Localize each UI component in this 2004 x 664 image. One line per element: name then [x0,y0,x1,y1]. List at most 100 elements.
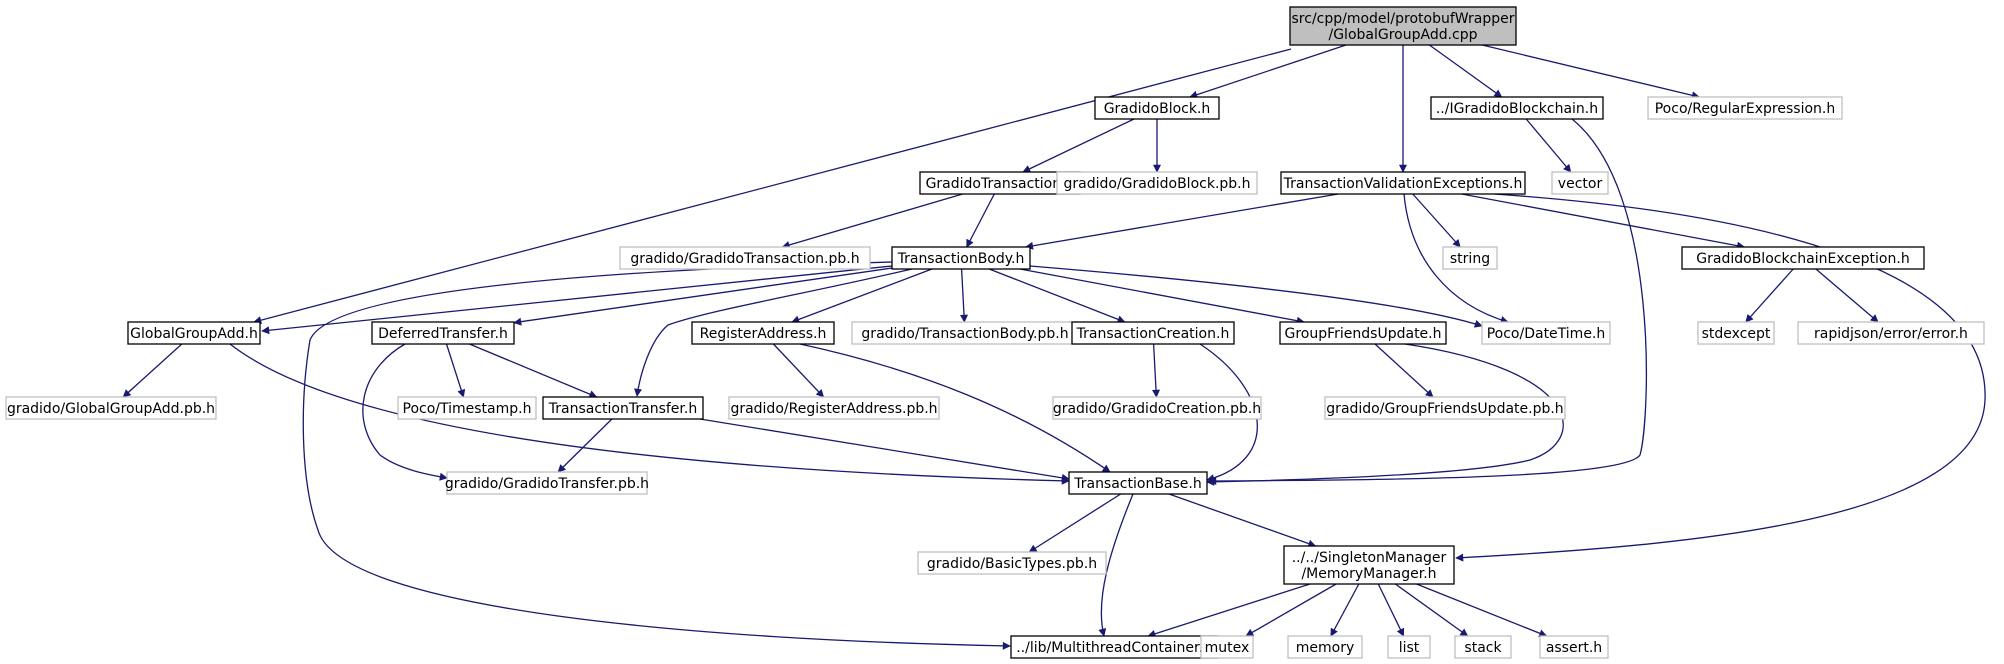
node-label-gradido-transaction-pb-h: gradido/GradidoTransaction.pb.h [630,251,859,267]
node-stack[interactable]: stack [1454,635,1512,659]
node-box-stdexcept[interactable] [1697,321,1775,345]
node-root[interactable]: src/cpp/model/protobufWrapper/GlobalGrou… [1289,6,1517,46]
node-box-igradido-blockchain-h[interactable] [1430,96,1604,120]
node-label-transaction-creation-h: TransactionCreation.h [1076,326,1230,342]
node-box-vector[interactable] [1551,171,1609,195]
edge-memory-manager-h-to-assert-h [1416,583,1548,638]
node-label-poco-timestamp-h: Poco/Timestamp.h [403,401,532,417]
node-gradido-creation-pb-h[interactable]: gradido/GradidoCreation.pb.h [1052,396,1262,420]
node-box-transaction-transfer-h[interactable] [542,396,704,420]
node-box-memory-manager-h[interactable] [1283,545,1455,585]
node-box-tx-validation-exceptions-h[interactable] [1280,171,1526,195]
node-box-gradido-transfer-pb-h[interactable] [446,471,648,495]
node-box-memory[interactable] [1287,635,1363,659]
edge-register-address-h-to-gradido-register-address-pb-h [772,343,825,398]
edge-memory-manager-h-to-stack [1395,583,1469,637]
node-box-stack[interactable] [1454,635,1512,659]
node-label-group-friends-update-h: GroupFriendsUpdate.h [1285,326,1442,342]
node-box-gradido-register-address-pb-h[interactable] [728,396,940,420]
edge-gradido-transaction-h-to-transaction-body-h [966,193,995,248]
node-deferred-transfer-h[interactable]: DeferredTransfer.h [371,321,515,345]
node-gradido-transaction-pb-h[interactable]: gradido/GradidoTransaction.pb.h [619,246,871,270]
node-poco-timestamp-h[interactable]: Poco/Timestamp.h [397,396,537,420]
node-label-gradido-block-h: GradidoBlock.h [1104,101,1211,117]
node-gradido-transaction-body-pb-h[interactable]: gradido/TransactionBody.pb.h [851,321,1079,345]
node-poco-regex-h[interactable]: Poco/RegularExpression.h [1647,96,1843,120]
node-box-string[interactable] [1442,246,1498,270]
node-transaction-base-h[interactable]: TransactionBase.h [1068,471,1208,495]
node-gradido-basic-types-pb-h[interactable]: gradido/BasicTypes.pb.h [917,551,1107,575]
node-memory-manager-h[interactable]: ../../SingletonManager/MemoryManager.h [1283,545,1455,585]
node-mutex[interactable]: mutex [1200,635,1254,659]
node-memory[interactable]: memory [1287,635,1363,659]
node-label-poco-datetime-h: Poco/DateTime.h [1487,326,1606,342]
node-label-gradido-group-friends-update-pb-h: gradido/GroupFriendsUpdate.pb.h [1326,401,1563,417]
node-box-poco-regex-h[interactable] [1647,96,1843,120]
edge-transaction-body-h-to-transaction-creation-h [988,268,1126,324]
node-gradido-register-address-pb-h[interactable]: gradido/RegisterAddress.pb.h [728,396,940,420]
node-stdexcept[interactable]: stdexcept [1697,321,1775,345]
edge-transaction-body-h-to-register-address-h [791,268,933,324]
node-box-list[interactable] [1387,635,1431,659]
node-label-list: list [1399,640,1420,656]
node-gradido-blockchain-exception-h[interactable]: GradidoBlockchainException.h [1681,246,1925,270]
node-box-gradido-transaction-pb-h[interactable] [619,246,871,270]
edge-deferred-transfer-h-to-gradido-transfer-pb-h [362,343,448,481]
node-box-gradido-blockchain-exception-h[interactable] [1681,246,1925,270]
node-transaction-body-h[interactable]: TransactionBody.h [891,246,1031,270]
node-tx-validation-exceptions-h[interactable]: TransactionValidationExceptions.h [1280,171,1526,195]
node-gradido-block-pb-h[interactable]: gradido/GradidoBlock.pb.h [1056,171,1258,195]
edge-layer [122,44,1986,650]
node-rapidjson-error-h[interactable]: rapidjson/error/error.h [1797,321,1985,345]
node-box-transaction-creation-h[interactable] [1071,321,1235,345]
edge-root-to-igradido-blockchain-h [1429,44,1503,98]
node-box-gradido-block-h[interactable] [1094,96,1220,120]
node-label-stdexcept: stdexcept [1702,326,1771,342]
node-box-gradido-creation-pb-h[interactable] [1052,396,1262,420]
node-poco-datetime-h[interactable]: Poco/DateTime.h [1481,321,1611,345]
edge-memory-manager-h-to-multithread-container-h [1147,583,1311,638]
node-box-global-group-add-h[interactable] [127,321,261,345]
node-global-group-add-h[interactable]: GlobalGroupAdd.h [127,321,261,345]
node-box-transaction-body-h[interactable] [891,246,1031,270]
node-list[interactable]: list [1387,635,1431,659]
node-gradido-transfer-pb-h[interactable]: gradido/GradidoTransfer.pb.h [445,471,649,495]
node-box-poco-datetime-h[interactable] [1481,321,1611,345]
node-label-stack: stack [1464,640,1502,656]
node-label-deferred-transfer-h: DeferredTransfer.h [378,326,508,342]
node-box-rapidjson-error-h[interactable] [1797,321,1985,345]
node-gradido-global-group-add-pb-h[interactable]: gradido/GlobalGroupAdd.pb.h [5,396,217,420]
node-box-gradido-block-pb-h[interactable] [1056,171,1258,195]
node-transaction-transfer-h[interactable]: TransactionTransfer.h [542,396,704,420]
node-box-transaction-base-h[interactable] [1068,471,1208,495]
node-assert-h[interactable]: assert.h [1539,635,1609,659]
node-gradido-group-friends-update-pb-h[interactable]: gradido/GroupFriendsUpdate.pb.h [1324,396,1566,420]
node-box-deferred-transfer-h[interactable] [371,321,515,345]
node-label-tx-validation-exceptions-h: TransactionValidationExceptions.h [1283,176,1523,192]
node-box-gradido-global-group-add-pb-h[interactable] [5,396,217,420]
node-label-transaction-body-h: TransactionBody.h [897,251,1025,267]
node-group-friends-update-h[interactable]: GroupFriendsUpdate.h [1279,321,1447,345]
node-string[interactable]: string [1442,246,1498,270]
node-igradido-blockchain-h[interactable]: ../IGradidoBlockchain.h [1430,96,1604,120]
edge-global-group-add-h-to-transaction-base-h [229,343,1070,485]
edge-memory-manager-h-to-mutex [1245,583,1337,637]
node-box-register-address-h[interactable] [691,321,835,345]
node-box-gradido-group-friends-update-pb-h[interactable] [1324,396,1566,420]
node-box-gradido-basic-types-pb-h[interactable] [917,551,1107,575]
node-multithread-container-h[interactable]: ../lib/MultithreadContainer.h [1010,635,1218,659]
node-gradido-block-h[interactable]: GradidoBlock.h [1094,96,1220,120]
node-box-mutex[interactable] [1200,635,1254,659]
node-transaction-creation-h[interactable]: TransactionCreation.h [1071,321,1235,345]
node-gradido-transaction-h[interactable]: GradidoTransaction.h [919,171,1081,195]
node-label-poco-regex-h: Poco/RegularExpression.h [1655,101,1836,117]
node-vector[interactable]: vector [1551,171,1609,195]
node-box-assert-h[interactable] [1539,635,1609,659]
node-box-group-friends-update-h[interactable] [1279,321,1447,345]
node-label-assert-h: assert.h [1546,640,1602,656]
edge-deferred-transfer-h-to-poco-timestamp-h [445,343,466,398]
node-box-root[interactable] [1289,6,1517,46]
edge-group-friends-update-h-to-gradido-group-friends-update-pb-h [1374,343,1434,398]
node-register-address-h[interactable]: RegisterAddress.h [691,321,835,345]
node-box-poco-timestamp-h[interactable] [397,396,537,420]
